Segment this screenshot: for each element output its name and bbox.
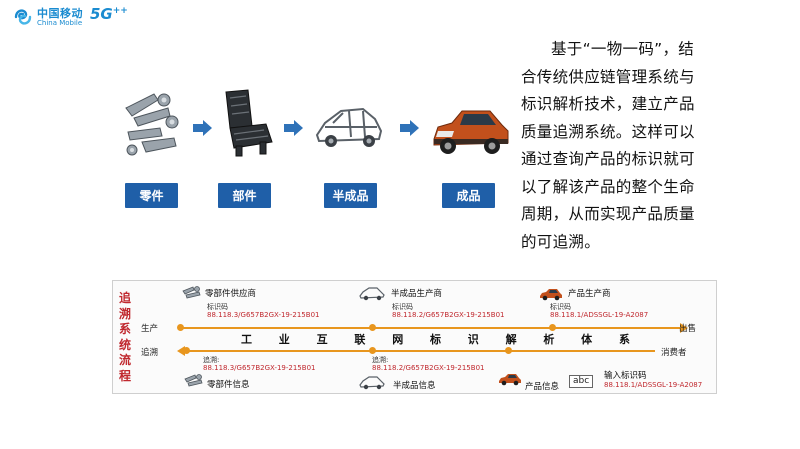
end-label-consumer: 消费者 [661, 348, 687, 358]
flow-node-dot [369, 347, 376, 354]
description-line: 质量追溯系统。这样可以 [521, 122, 695, 141]
node-code-parts: 88.118.3/G657B2GX-19-215B01 [207, 311, 320, 319]
stage-label-component: 部件 [218, 183, 271, 208]
node-trace-code-semi-finished: 88.118.2/G657B2GX-19-215B01 [372, 364, 485, 372]
description-line: 标识解析技术，建立产品 [521, 95, 695, 113]
band-char: 标 [429, 333, 442, 346]
row-label-production: 生产 [141, 324, 159, 334]
product-info-icon [498, 371, 522, 390]
node-title-product-info: 产品信息 [525, 382, 560, 392]
production-arrow-head [680, 323, 688, 333]
band-char: 互 [316, 333, 329, 346]
band-char: 识 [467, 333, 480, 346]
band-char: 系 [618, 333, 631, 346]
node-trace-label: 追溯: [372, 356, 389, 364]
flow-node-dot [369, 324, 376, 331]
description-line: 的可追溯。 [521, 232, 601, 251]
node-code-label: 标识码 [550, 303, 571, 311]
flow-title: 追溯系统流程 [118, 291, 131, 383]
car-frame-icon [313, 97, 385, 153]
trace-line [185, 350, 655, 352]
node-input-code: 88.118.1/ADSSGL-19-A2087 [604, 381, 703, 389]
end-label-sale: 出售 [679, 324, 697, 334]
parts-supplier-icon [181, 285, 203, 305]
node-trace-code-parts: 88.118.3/G657B2GX-19-215B01 [203, 364, 316, 372]
brand-name-cn: 中国移动 [37, 6, 83, 20]
node-title-parts-supplier: 零部件供应商 [205, 289, 257, 299]
node-title-semi-finished-producer: 半成品生产商 [391, 289, 443, 299]
parts-info-icon [183, 373, 205, 393]
production-line [180, 327, 680, 329]
node-trace-label: 追溯: [203, 356, 220, 364]
stage-label-semi-finished: 半成品 [324, 183, 377, 208]
band-char: 工 [241, 333, 253, 346]
stage-label-parts: 零件 [125, 183, 178, 208]
stage-label-finished: 成品 [442, 183, 495, 208]
band-char: 体 [581, 333, 594, 346]
description-line: 通过查询产品的标识就可 [521, 150, 695, 168]
flow-node-dot [549, 324, 556, 331]
china-mobile-logo: 中国移动 China Mobile [13, 7, 83, 27]
parts-icon [120, 88, 184, 160]
input-code-abc-box: abc [569, 375, 594, 388]
band-char: 析 [543, 333, 556, 346]
band-char: 联 [354, 333, 367, 346]
component-icon [218, 86, 276, 160]
china-mobile-mark-icon [13, 7, 33, 27]
car-icon [430, 101, 510, 159]
node-code-label: 标识码 [392, 303, 413, 311]
node-title-input-code: 输入标识码 [604, 371, 647, 381]
node-title-parts-info: 零部件信息 [207, 380, 250, 390]
5g-logo: 5G++ [90, 5, 128, 23]
node-code-product: 88.118.1/ADSSGL-19-A2087 [550, 311, 649, 319]
description-line: 合传统供应链管理系统与 [521, 67, 695, 86]
product-producer-icon [539, 286, 563, 305]
node-title-semi-finished-info: 半成品信息 [393, 381, 436, 391]
row-label-trace: 追溯 [141, 348, 159, 358]
node-code-semi-finished: 88.118.2/G657B2GX-19-215B01 [392, 311, 505, 319]
band-char: 网 [392, 333, 405, 346]
node-title-product-producer: 产品生产商 [568, 289, 611, 299]
trace-flow-diagram: 追溯系统流程 生产 追溯 出售 工 业 互 联 网 标 识 解 析 体 系 消费… [112, 280, 717, 394]
brand-name-en: China Mobile [37, 18, 83, 27]
industrial-internet-band: 工 业 互 联 网 标 识 解 析 体 系 [201, 331, 671, 347]
description-line: 以了解该产品的整个生命 [521, 177, 695, 196]
flow-node-dot [177, 324, 184, 331]
semi-finished-producer-icon [359, 285, 385, 305]
flow-node-dot [183, 347, 190, 354]
description-line: 基于“一物一码”，结 [551, 40, 695, 58]
node-code-label: 标识码 [207, 303, 228, 311]
flow-node-dot [505, 347, 512, 354]
semi-finished-info-icon [359, 374, 385, 394]
description-paragraph: 基于“一物一码”，结 合传统供应链管理系统与 标识解析技术，建立产品 质量追溯系… [521, 36, 721, 256]
band-char: 业 [278, 333, 291, 346]
trace-arrow-head [177, 346, 185, 356]
band-char: 解 [505, 333, 518, 346]
description-line: 周期，从而实现产品质量 [521, 205, 695, 223]
